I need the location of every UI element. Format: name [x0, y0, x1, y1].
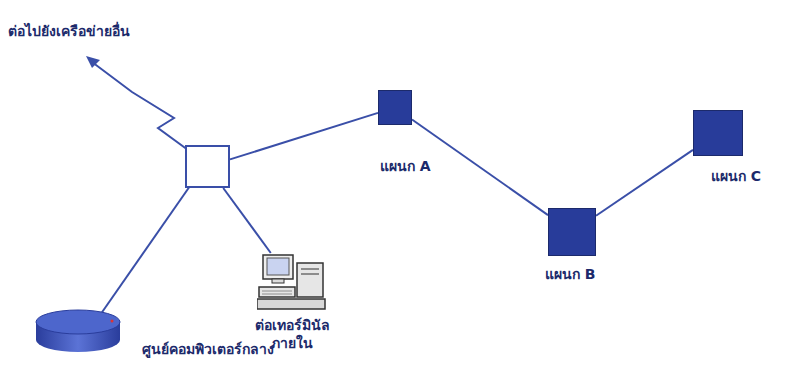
department-square	[378, 90, 412, 125]
node-label: ต่อเทอร์มินัล ภายใน	[237, 317, 347, 352]
department-node: ศูนย์คอมพิวเตอร์กลาง	[185, 145, 230, 188]
node-label: แผนก B	[545, 266, 596, 284]
disk-symbol	[36, 310, 120, 352]
network-line	[223, 188, 271, 253]
department-node: แผนก C	[693, 110, 743, 156]
department-node: แผนก B	[548, 208, 596, 256]
department-square	[548, 208, 596, 256]
department-square	[693, 110, 743, 156]
node-label: ศูนย์คอมพิวเตอร์กลาง	[142, 341, 274, 359]
network-line	[230, 113, 378, 160]
hub-square	[185, 145, 230, 188]
arrow-head	[86, 56, 100, 68]
node-label: แผนก C	[711, 168, 761, 186]
network-link	[92, 62, 188, 150]
department-node: แผนก A	[378, 90, 412, 125]
node-label: แผนก A	[380, 158, 431, 176]
network-line	[412, 119, 548, 215]
disk-link	[98, 186, 190, 318]
computer-icon	[257, 253, 327, 311]
terminal-node: ต่อเทอร์มินัล ภายใน	[257, 253, 327, 311]
network-label: ต่อไปยังเครือข่ายอื่น	[8, 20, 130, 42]
network-line	[596, 150, 693, 216]
